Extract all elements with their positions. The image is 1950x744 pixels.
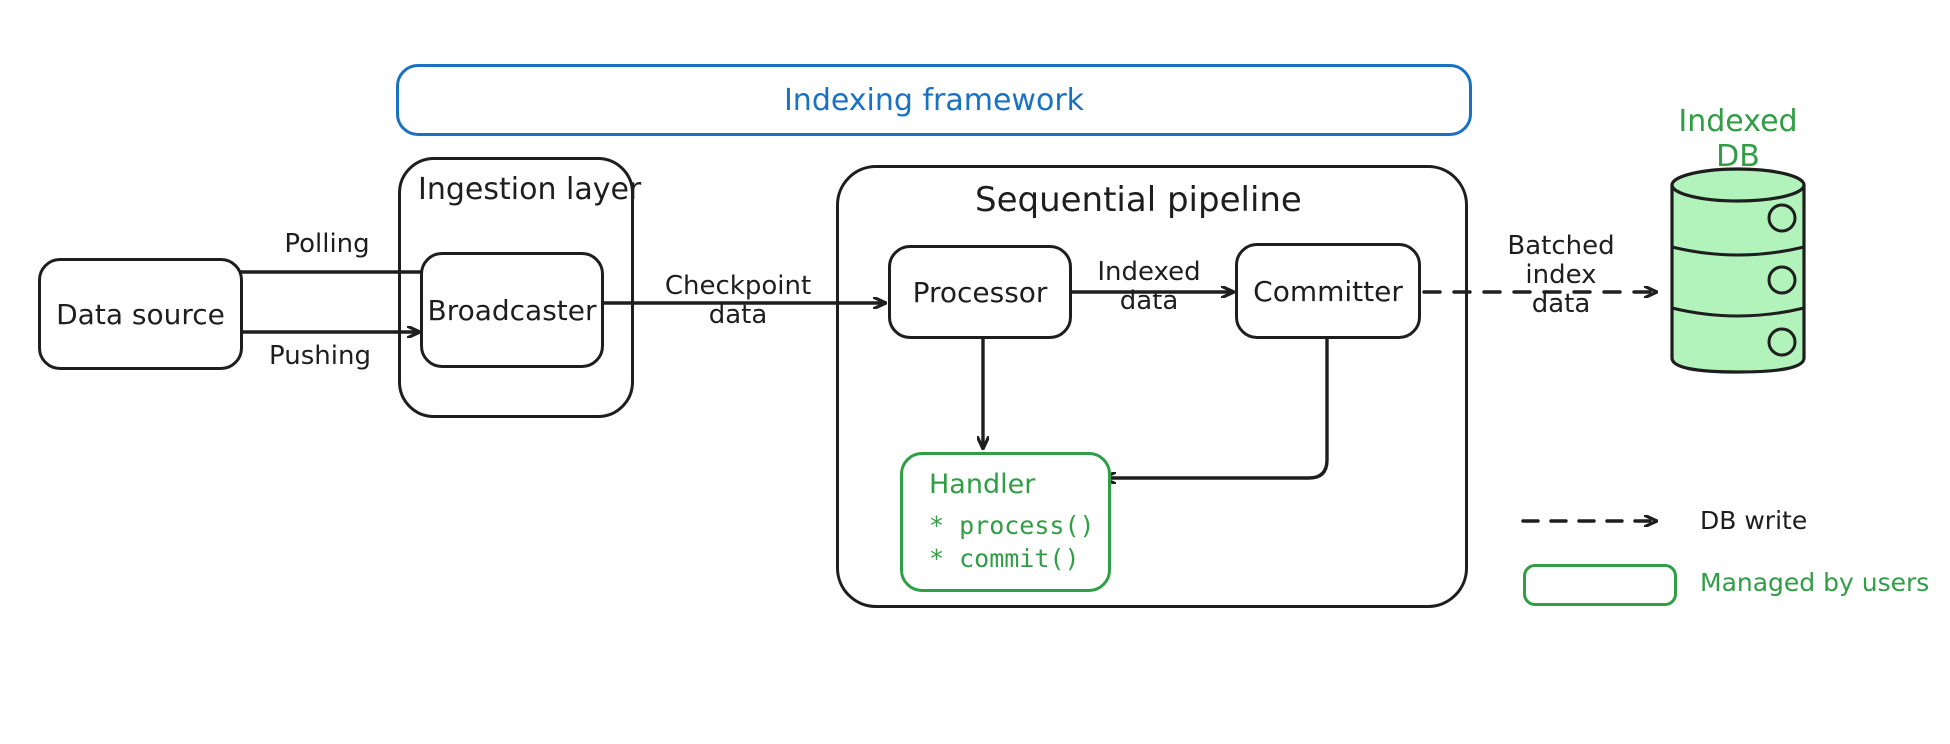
processor-label: Processor: [912, 275, 1048, 309]
data-source-node[interactable]: Data source: [38, 258, 243, 370]
ingestion-layer-label: Ingestion layer: [418, 172, 642, 207]
handler-node[interactable]: Handler * process() * commit(): [900, 452, 1111, 592]
indexing-framework-label: Indexing framework: [783, 82, 1085, 118]
handler-title: Handler: [929, 469, 1036, 500]
indexed-db-label-line2: DB: [1716, 138, 1760, 174]
indexed-db-label-line1: Indexed: [1678, 104, 1798, 139]
ingestion-layer-container: [398, 157, 634, 418]
committer-node[interactable]: Committer: [1235, 243, 1421, 339]
committer-label: Committer: [1253, 274, 1403, 308]
indexing-framework-banner: Indexing framework: [396, 64, 1472, 136]
broadcaster-label: Broadcaster: [427, 293, 597, 327]
handler-body: Handler * process() * commit(): [903, 455, 1108, 589]
handler-method-process: * process(): [929, 511, 1095, 540]
edge-committer-to-handler: [1105, 336, 1329, 478]
processor-node[interactable]: Processor: [888, 245, 1072, 339]
broadcaster-node[interactable]: Broadcaster: [420, 252, 604, 368]
legend-label-managed-by-users: Managed by users: [1700, 568, 1930, 597]
sequential-pipeline-container: [836, 165, 1468, 608]
indexed-db-label: Indexed DB: [1650, 104, 1826, 174]
legend-swatch-managed-by-users: [1523, 564, 1677, 606]
data-source-label: Data source: [56, 297, 225, 331]
legend-label-db-write: DB write: [1700, 506, 1808, 535]
indexed-db-cylinder: [1670, 167, 1806, 374]
sequential-pipeline-label: Sequential pipeline: [975, 180, 1302, 220]
handler-method-commit: * commit(): [929, 543, 1080, 573]
